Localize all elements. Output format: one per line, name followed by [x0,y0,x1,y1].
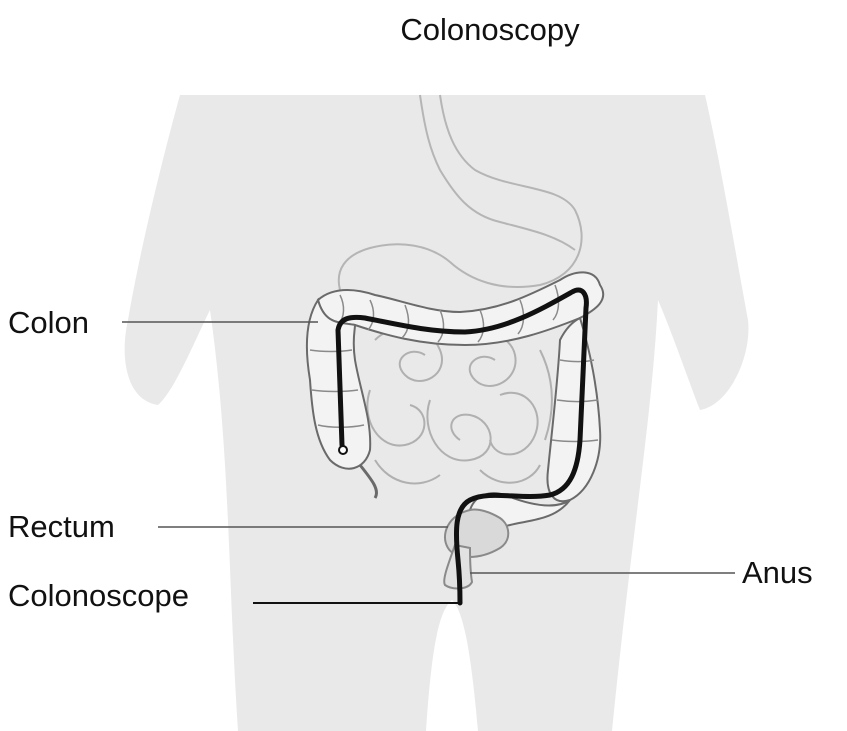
label-colon: Colon [8,305,89,340]
label-colonoscope: Colonoscope [8,578,189,613]
body-silhouette [125,95,749,731]
colonoscope-tip [339,446,347,454]
label-anus: Anus [742,555,813,590]
diagram-title: Colonoscopy [400,12,580,47]
label-rectum: Rectum [8,509,115,544]
